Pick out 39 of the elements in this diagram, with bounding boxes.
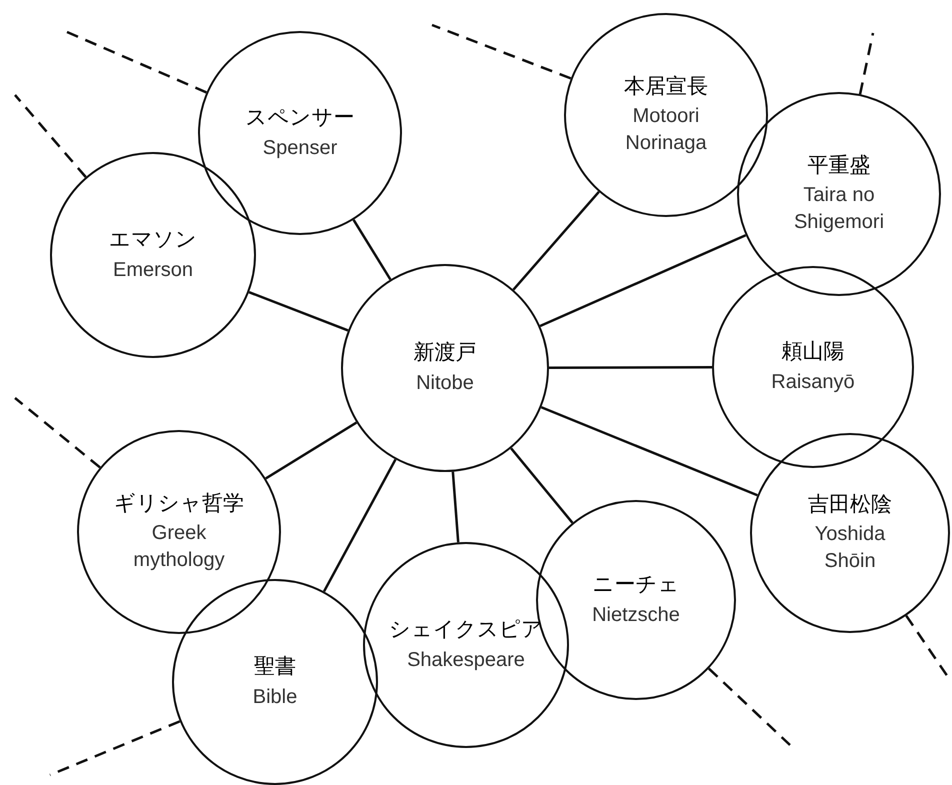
english-name: Nietzsche	[591, 602, 681, 628]
connector-line	[540, 234, 746, 328]
connector-line	[352, 219, 392, 280]
connector-line	[452, 472, 460, 542]
connector-line	[265, 422, 358, 480]
english-name: Taira no Shigemori	[792, 183, 886, 236]
english-name: Emerson	[112, 258, 194, 283]
japanese-name: シェイクスピア	[389, 616, 543, 643]
connector-line	[540, 406, 758, 496]
japanese-name: 本居宣長	[624, 72, 708, 100]
japanese-name: 頼山陽	[782, 338, 844, 365]
english-name: Raisanyō	[770, 370, 856, 395]
japanese-name: ニーチェ	[592, 571, 680, 598]
english-name: Yoshida Shōin	[814, 522, 886, 574]
japanese-name: 聖書	[254, 653, 296, 680]
dashed-line	[50, 720, 180, 776]
connector-line	[549, 366, 712, 369]
connector-line	[510, 448, 574, 524]
english-name: Greek mythology	[132, 521, 226, 574]
english-name: Bible	[252, 684, 298, 710]
english-name: Shakespeare	[406, 648, 526, 673]
dashed-line	[858, 32, 874, 94]
japanese-name: 新渡戸	[414, 339, 476, 366]
dashed-line	[708, 668, 791, 746]
connector-line	[512, 191, 600, 290]
japanese-name: ギリシャ哲学	[114, 490, 244, 516]
dashed-line	[66, 30, 207, 94]
dashed-line	[14, 94, 87, 178]
japanese-name: エマソン	[109, 226, 197, 253]
english-name: Motoori Norinaga	[624, 104, 708, 156]
connector-line	[322, 458, 397, 592]
dashed-line	[14, 397, 101, 468]
dashed-line	[432, 24, 572, 80]
connector-line	[248, 291, 348, 332]
english-name: Spenser	[262, 136, 338, 161]
japanese-name: 吉田松陰	[808, 490, 892, 518]
english-name: Nitobe	[415, 370, 475, 396]
japanese-name: 平重盛	[808, 152, 870, 178]
japanese-name: スペンサー	[246, 104, 354, 131]
